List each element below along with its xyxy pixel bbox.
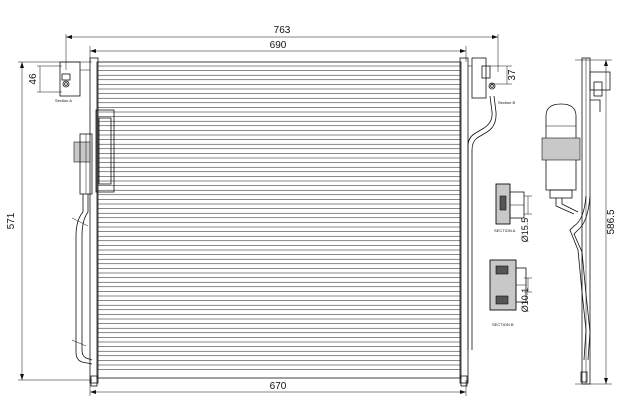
section-b-diameter: Ø10.1	[520, 288, 530, 313]
dimension-left-bracket: 46	[28, 65, 62, 93]
right-pipe	[467, 95, 497, 350]
section-b-caption: SECTION B	[492, 322, 514, 327]
dimension-core-width: 690	[89, 40, 467, 62]
right-bracket-label: 37	[507, 69, 518, 81]
dimension-right-bracket: 37	[490, 65, 518, 85]
right-bracket: Section B	[468, 57, 515, 105]
condenser-core	[89, 57, 469, 384]
left-hose	[71, 194, 93, 365]
side-height-label: 586.5	[606, 209, 617, 234]
overall-width-label: 763	[274, 25, 291, 36]
dimension-height: 571	[6, 61, 92, 381]
receiver-drier	[541, 103, 581, 215]
detail-a-label: Section A	[55, 98, 72, 103]
dimension-bottom-width: 670	[89, 380, 467, 396]
height-label: 571	[6, 212, 17, 229]
section-a: Ø15.5 SECTION A	[494, 183, 532, 243]
left-bracket-label: 46	[28, 73, 39, 85]
section-b: Ø10.1 SECTION B	[489, 259, 532, 327]
mounting-pins	[90, 371, 588, 387]
detail-b-label: Section B	[498, 100, 515, 105]
side-view: 586.5	[569, 57, 617, 385]
dimension-overall-width: 763	[65, 25, 499, 72]
section-a-caption: SECTION A	[494, 228, 516, 233]
bottom-width-label: 670	[270, 381, 287, 392]
section-a-diameter: Ø15.5	[520, 218, 530, 243]
core-width-label: 690	[270, 40, 287, 51]
condenser-fins	[98, 65, 460, 370]
left-receiver	[73, 109, 115, 195]
left-bracket: Section A	[55, 61, 90, 103]
